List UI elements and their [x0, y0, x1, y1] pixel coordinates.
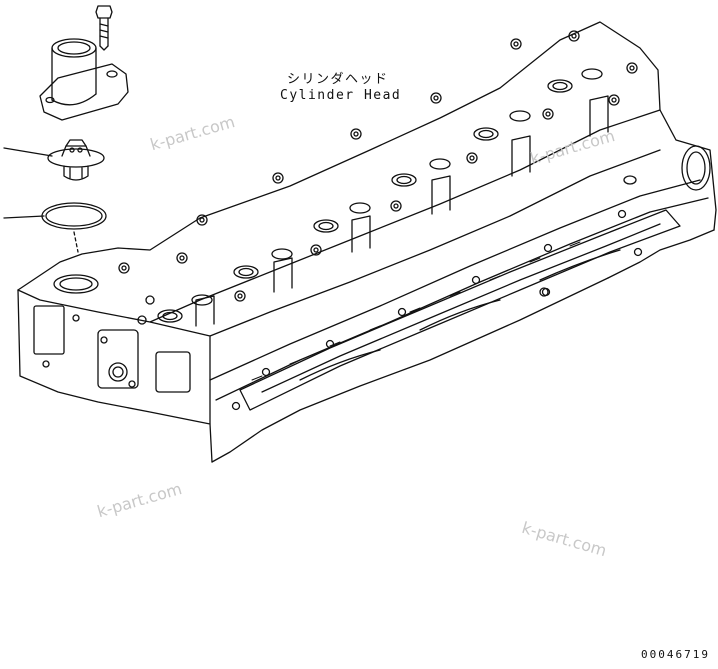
bolt-part: [95, 5, 113, 51]
cylinder-head-part: [17, 21, 717, 463]
part-label-japanese: シリンダヘッド: [287, 72, 389, 87]
drawing-number: 00046719: [641, 648, 710, 661]
thermostat-part: [3, 139, 105, 181]
part-label-english: Cylinder Head: [280, 88, 402, 103]
seal-ring-part: [3, 202, 107, 253]
thermostat-housing-part: [39, 38, 129, 121]
